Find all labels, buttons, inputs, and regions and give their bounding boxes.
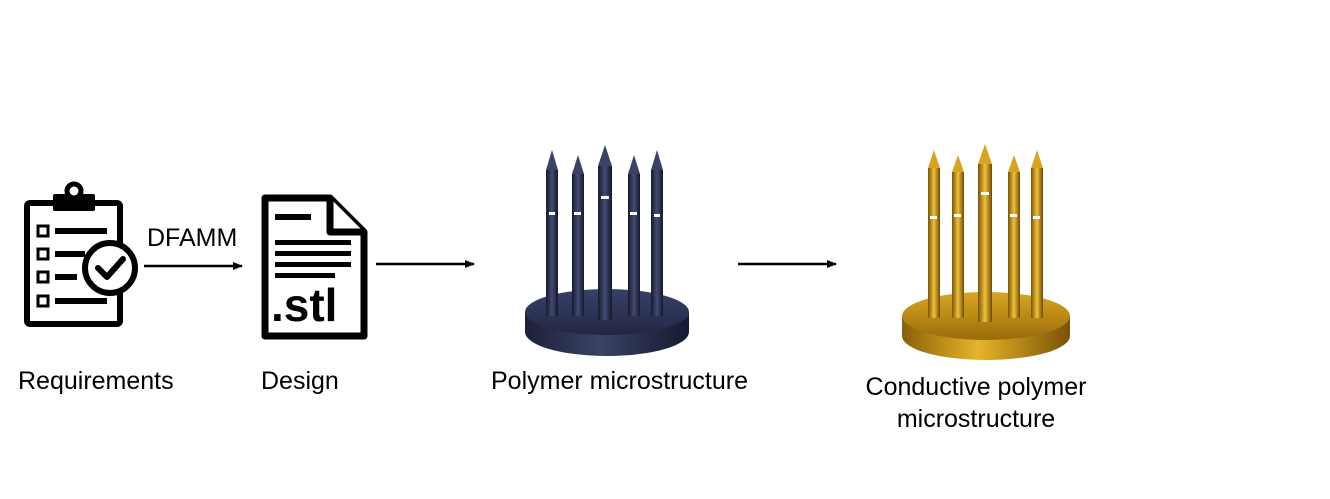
gold-pin-3 [978,144,992,322]
clipboard-checklist-icon [24,181,138,327]
gold-pin-5 [1031,150,1043,318]
navy-pin-1 [546,150,558,316]
gold-pin-2 [952,155,964,318]
navy-pin-5 [651,150,663,316]
navy-pin-3 [598,145,612,320]
arrow-label-dfamm: DFAMM [147,224,238,252]
gold-pin-4 [1008,155,1020,318]
step-label-design: Design [261,367,339,395]
navy-pin-4 [628,155,640,316]
step-label-conductive-line2: microstructure [896,405,1056,433]
navy-pin-2 [572,155,584,316]
polymer-microneedle-array [525,145,689,356]
stl-extension-text: .stl [271,279,338,331]
gold-microneedle-array [902,144,1070,360]
gold-pin-1 [928,150,940,318]
step-label-conductive-line1: Conductive polymer [865,373,1087,401]
step-label-polymer: Polymer microstructure [491,367,748,395]
step-label-requirements: Requirements [18,367,174,395]
stl-file-icon [261,194,368,340]
